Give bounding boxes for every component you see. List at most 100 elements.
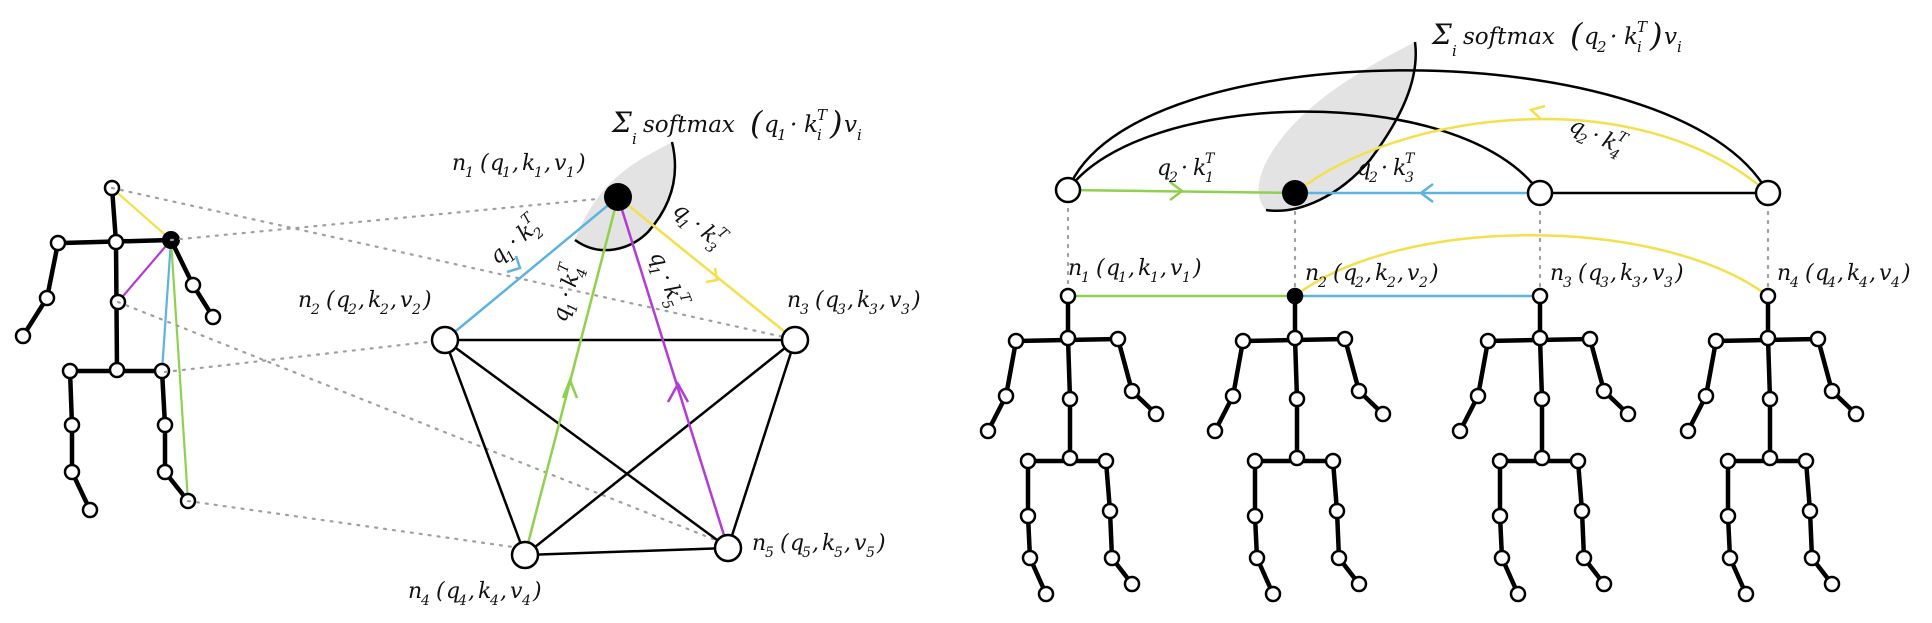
joint-sp xyxy=(1288,390,1306,408)
edge-label-q1k3: q1·k3T xyxy=(668,197,732,257)
right-arcs xyxy=(1066,69,1770,298)
joint-lk xyxy=(1019,507,1037,525)
edge-label-q1k4: q1·k4T xyxy=(548,260,592,325)
svg-text:q: q xyxy=(1584,24,1599,50)
svg-text:): ) xyxy=(532,579,542,604)
joint-head xyxy=(1286,287,1304,305)
svg-text:1: 1 xyxy=(777,126,787,144)
right-edge-arrowheads xyxy=(1169,104,1546,203)
node-v-index: 4 xyxy=(521,593,531,609)
edge-k: k xyxy=(1193,156,1206,181)
node-k: k xyxy=(1375,261,1388,286)
joint-le xyxy=(1469,387,1487,405)
svg-text:): ) xyxy=(1192,256,1202,281)
svg-text:,: , xyxy=(847,288,854,313)
joint-re xyxy=(1595,382,1613,400)
node-v: v xyxy=(554,151,567,176)
svg-text:,: , xyxy=(1610,261,1617,286)
svg-text:,: , xyxy=(1128,256,1135,281)
svg-text:k: k xyxy=(804,112,818,138)
edge-label-q2k1: q2·k1T xyxy=(1157,151,1216,186)
edge-label-q2k3: q2·k3T xyxy=(1357,151,1416,186)
joint-ra xyxy=(1103,549,1121,567)
node-v: v xyxy=(889,288,902,313)
joint-rs xyxy=(1336,330,1354,348)
node-v-index: 1 xyxy=(566,165,575,181)
joint-lh xyxy=(1206,422,1224,440)
svg-text:·: · xyxy=(790,112,797,138)
node-index: 5 xyxy=(765,545,774,561)
svg-text:,: , xyxy=(1397,261,1404,286)
joint-la xyxy=(1021,549,1039,567)
svg-text:): ) xyxy=(876,531,886,556)
edge-q: q xyxy=(1357,156,1371,181)
skeleton-frame-4 xyxy=(1679,287,1865,603)
joint-rh xyxy=(1374,405,1392,423)
svg-text:): ) xyxy=(1429,261,1439,286)
node-v: v xyxy=(510,579,523,604)
left-skeleton-colored-edges xyxy=(111,187,190,502)
svg-text:): ) xyxy=(576,151,586,176)
edge-q-index: 2 xyxy=(1168,170,1178,186)
joint-lhip xyxy=(1246,452,1264,470)
joint-sp xyxy=(1061,390,1079,408)
svg-text:(: ( xyxy=(436,579,445,604)
joint-lf xyxy=(1264,585,1282,603)
svg-text:,: , xyxy=(1837,261,1844,286)
joint-lk xyxy=(1491,507,1509,525)
edge-transpose: T xyxy=(1205,151,1216,167)
joint-lh xyxy=(1451,422,1469,440)
left-edge-arrowheads xyxy=(506,255,719,403)
joint-le xyxy=(1697,387,1715,405)
node-v: v xyxy=(854,531,867,556)
joint-la xyxy=(1248,549,1266,567)
formula-left: Σ i softmax ( q 1 · k i T ) v i xyxy=(611,104,862,148)
node-q-index: 4 xyxy=(457,593,467,609)
svg-text:·: · xyxy=(1610,24,1617,50)
node-q-index: 2 xyxy=(347,302,357,318)
edge-q-index: 2 xyxy=(1368,170,1378,186)
node-q: q xyxy=(490,151,504,176)
joint-re xyxy=(1123,382,1141,400)
svg-text:,: , xyxy=(544,151,551,176)
node-letter: n xyxy=(298,288,312,313)
svg-text:(: ( xyxy=(750,104,764,142)
node-q-index: 2 xyxy=(1354,275,1364,291)
svg-text:,: , xyxy=(358,288,365,313)
joint-rs xyxy=(1581,330,1599,348)
joint-rk xyxy=(1573,502,1591,520)
joint-rf xyxy=(1350,575,1368,593)
node-v: v xyxy=(1652,261,1665,286)
joint-neck xyxy=(1759,329,1777,347)
svg-text:v: v xyxy=(1664,24,1677,50)
svg-text:i: i xyxy=(1677,38,1682,56)
svg-text:2: 2 xyxy=(1596,38,1607,56)
svg-text:i: i xyxy=(1452,42,1457,60)
edge-k-index: 4 xyxy=(573,267,591,281)
node-letter: n xyxy=(787,288,801,313)
joint-le xyxy=(1224,387,1242,405)
edge-transpose: T xyxy=(555,260,573,275)
left-attention-edges xyxy=(444,196,796,556)
right-dotted-connectors xyxy=(1066,198,1770,292)
svg-text:,: , xyxy=(512,151,519,176)
node-q-index: 3 xyxy=(837,302,846,318)
joint-hip xyxy=(1061,449,1079,467)
svg-text:,: , xyxy=(812,531,819,556)
right-query-node xyxy=(1282,180,1308,206)
node-index: 4 xyxy=(420,593,430,609)
node-q: q xyxy=(1106,256,1120,281)
svg-text:): ) xyxy=(1649,16,1662,54)
joint-lk xyxy=(1719,507,1737,525)
node-index: 4 xyxy=(1789,275,1799,291)
svg-text:(: ( xyxy=(1805,261,1814,286)
node-q: q xyxy=(336,288,350,313)
skeleton-frame-1 xyxy=(979,287,1165,603)
node-k: k xyxy=(857,288,870,313)
node-v: v xyxy=(400,288,413,313)
node-letter: n xyxy=(1068,256,1082,281)
